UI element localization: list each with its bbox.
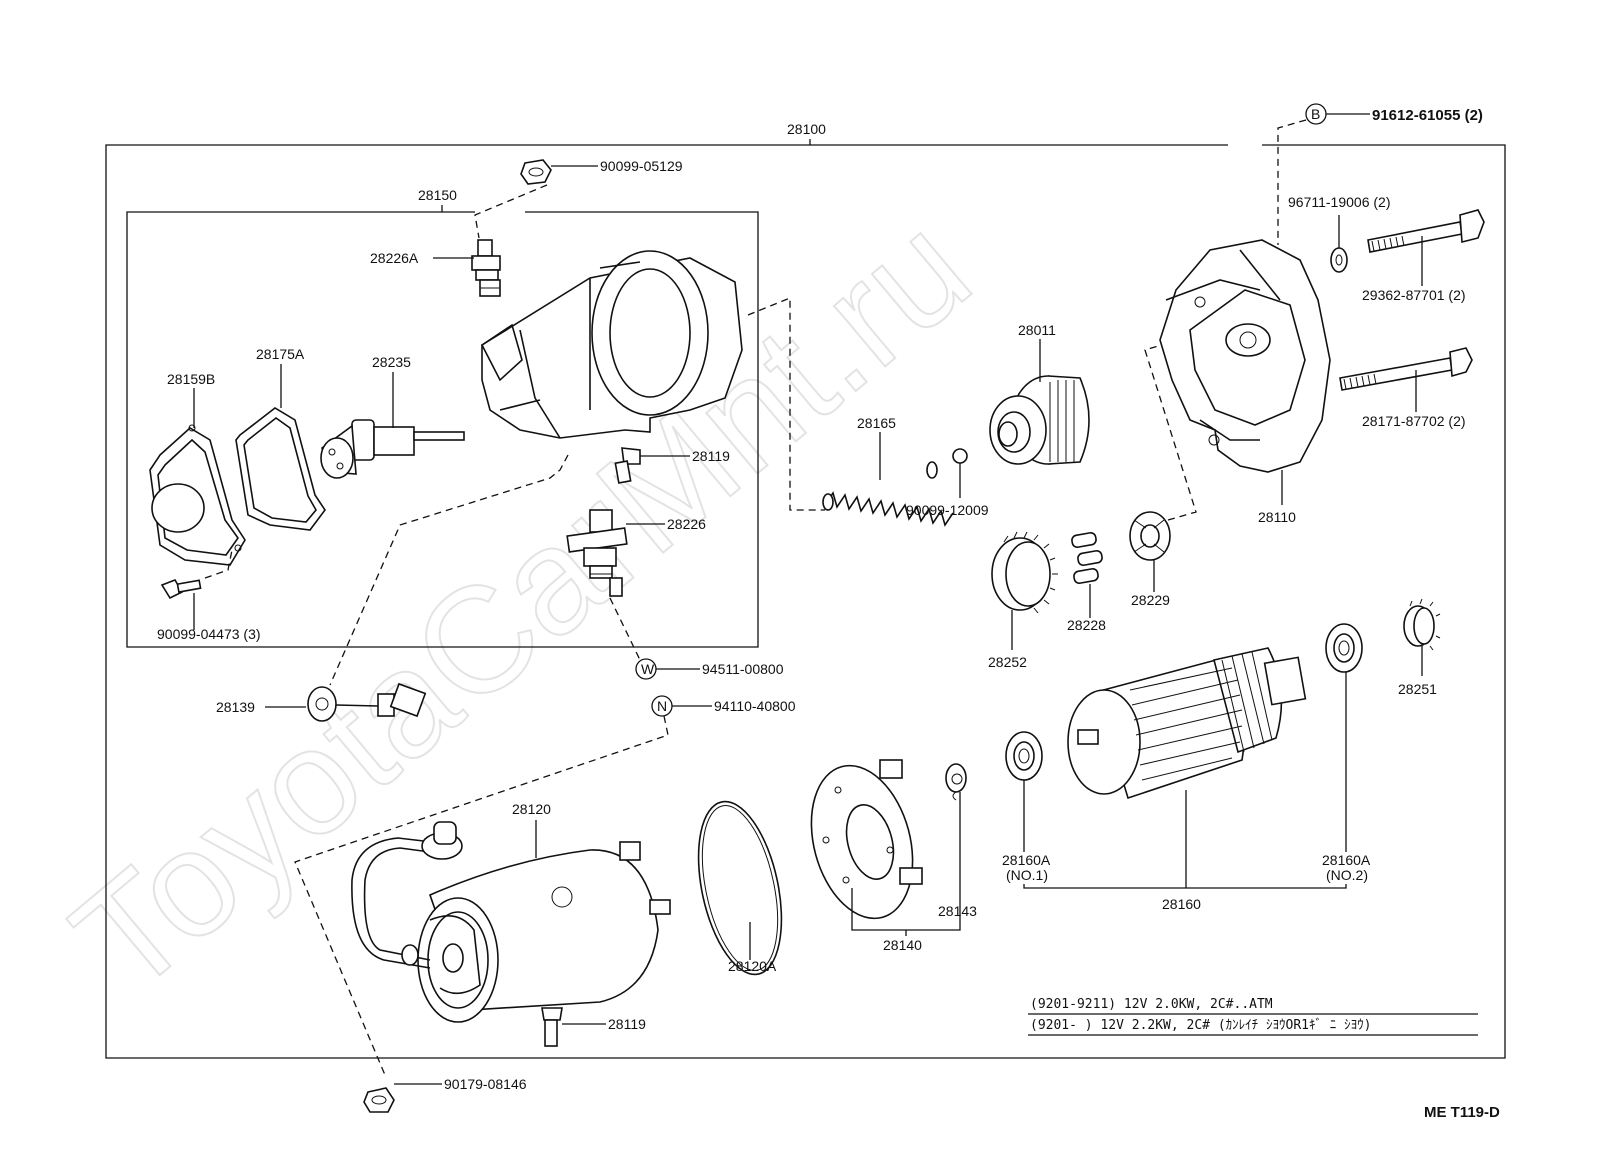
screw-90099-04473-icon — [160, 579, 202, 600]
document-code: ME T119-D — [1424, 1104, 1500, 1121]
label-28160a-no2-sub: (NO.2) — [1326, 867, 1368, 883]
label-28110: 28110 — [1258, 509, 1296, 525]
nut-90179-08146-icon — [363, 1087, 395, 1113]
retainer-28229-icon — [1129, 511, 1171, 561]
label-96711-19006: 96711-19006 (2) — [1288, 194, 1390, 210]
label-28139: 28139 — [216, 699, 255, 715]
label-28171-87702: 28171-87702 (2) — [1362, 413, 1466, 429]
field-frame-28120-icon — [351, 821, 671, 1023]
label-91612-61055: 91612-61055 (2) — [1372, 107, 1483, 124]
nut-90099-05129-icon — [520, 159, 552, 185]
gasket-28175a-icon — [235, 407, 326, 531]
bolt-28119-icon — [614, 447, 641, 484]
bearing-28160a-no2-icon — [1325, 623, 1363, 673]
spring-28143-icon — [945, 763, 967, 801]
label-28251: 28251 — [1398, 681, 1437, 697]
note-line-2: (9201- ) 12V 2.2KW, 2C# (ｶﾝﾚｲﾁ ｼﾖｳOR1ｷﾞ … — [1030, 1018, 1371, 1033]
ball-90099-12009-icon — [952, 448, 968, 464]
label-28100: 28100 — [787, 121, 826, 137]
label-28228: 28228 — [1067, 617, 1106, 633]
starter-assembly-frame — [105, 139, 1506, 1059]
label-28160: 28160 — [1162, 896, 1201, 912]
label-90179-08146: 90179-08146 — [444, 1076, 527, 1092]
label-28235: 28235 — [372, 354, 411, 370]
pinion-gear-28251-icon — [1403, 598, 1441, 651]
bolt-28119-bottom-icon — [541, 1007, 563, 1047]
label-28120: 28120 — [512, 801, 551, 817]
label-90099-12009: 90099-12009 — [906, 502, 989, 518]
marker-b: B — [1311, 106, 1320, 122]
spring-28165-icon — [822, 461, 954, 527]
label-28143: 28143 — [938, 903, 977, 919]
bearing-28160a-no1-icon — [1005, 731, 1043, 781]
housing-assembly-frame — [126, 205, 759, 648]
lead-wire-28139-icon — [307, 682, 427, 722]
label-28229: 28229 — [1131, 592, 1170, 608]
armature-28160-icon — [1067, 647, 1307, 800]
starter-clutch-28011-icon — [989, 375, 1090, 465]
brush-holder-28140-icon — [810, 759, 923, 920]
label-28160a-no1-sub: (NO.1) — [1006, 867, 1048, 883]
marker-w: W — [641, 661, 655, 677]
label-28150: 28150 — [418, 187, 457, 203]
idler-gear-28252-icon — [991, 531, 1058, 614]
marker-n: N — [657, 698, 667, 714]
label-94110-40800: 94110-40800 — [714, 698, 796, 714]
label-90099-04473: 90099-04473 (3) — [157, 626, 261, 642]
label-28160a-no1: 28160A — [1002, 852, 1051, 868]
motor-housing-icon — [480, 250, 743, 439]
rollers-28228-icon — [1071, 531, 1103, 585]
contact-plunger-28235-icon — [320, 419, 465, 479]
label-28226: 28226 — [667, 516, 706, 532]
label-28119-bottom: 28119 — [608, 1016, 646, 1032]
label-94511-00800: 94511-00800 — [702, 661, 784, 677]
label-28165: 28165 — [857, 415, 896, 431]
o-ring-28120a-icon — [697, 800, 783, 976]
starter-housing-28110-icon — [1159, 239, 1331, 473]
label-90099-05129: 90099-05129 — [600, 158, 683, 174]
terminal-28226a-icon — [471, 239, 501, 297]
through-bolt-28171-icon — [1339, 347, 1473, 391]
through-bolt-29362-icon — [1367, 209, 1485, 253]
label-28159b: 28159B — [167, 371, 215, 387]
label-28252: 28252 — [988, 654, 1027, 670]
label-29362-87701: 29362-87701 (2) — [1362, 287, 1466, 303]
cover-28159b-icon — [149, 424, 246, 566]
note-line-1: (9201-9211) 12V 2.0KW, 2C#..ATM — [1030, 997, 1273, 1012]
label-28160a-no2: 28160A — [1322, 852, 1371, 868]
label-28226a: 28226A — [370, 250, 419, 266]
label-28120a: 28120A — [728, 958, 777, 974]
label-28140: 28140 — [883, 937, 922, 953]
label-28011: 28011 — [1018, 322, 1056, 338]
washer-96711-19006-icon — [1330, 247, 1348, 273]
label-28175a: 28175A — [256, 346, 305, 362]
terminal-28226-icon — [566, 509, 628, 597]
label-28119-top: 28119 — [692, 448, 730, 464]
